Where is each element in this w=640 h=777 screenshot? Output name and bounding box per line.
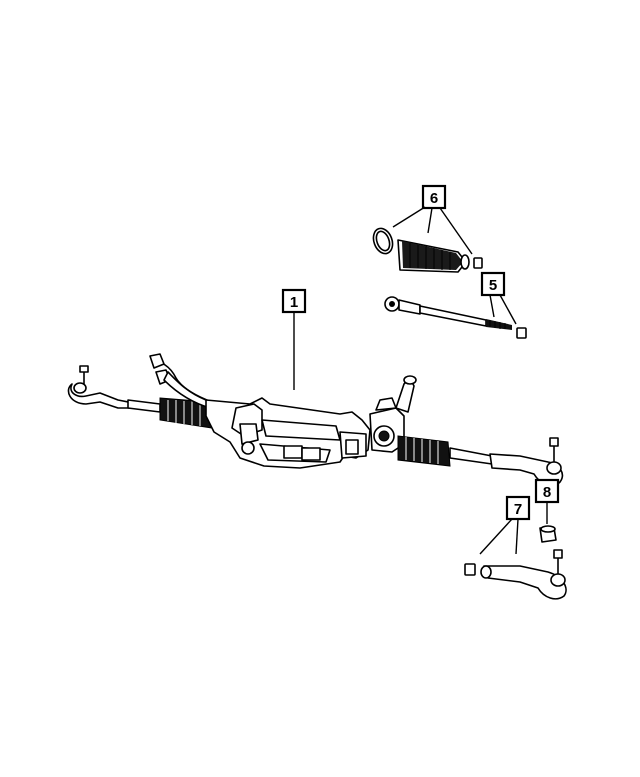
jam-nut — [516, 327, 527, 339]
callout-7[interactable]: 7 — [505, 495, 531, 521]
callout-1[interactable]: 1 — [281, 288, 307, 314]
outer-tie-rod-end — [480, 549, 567, 600]
callout-5[interactable]: 5 — [480, 271, 506, 297]
bellows-boot — [397, 239, 470, 273]
boot-clip — [473, 257, 483, 269]
svg-text:8: 8 — [543, 484, 551, 501]
tie-rod-end-nut — [539, 525, 557, 543]
callout-6[interactable]: 6 — [421, 184, 447, 210]
callout-7-leaders — [479, 518, 519, 555]
boot-clamp-ring — [372, 227, 394, 255]
tie-rod-jam-nut — [464, 563, 476, 576]
svg-text:6: 6 — [430, 190, 438, 207]
callout-6-leaders — [392, 206, 473, 255]
inner-tie-rod — [384, 296, 512, 330]
callout-8[interactable]: 8 — [534, 478, 560, 504]
svg-text:7: 7 — [514, 501, 522, 518]
svg-text:1: 1 — [290, 294, 298, 311]
callout-5-leaders — [489, 294, 517, 325]
svg-text:5: 5 — [489, 277, 497, 294]
steering-gear-assembly — [67, 353, 564, 487]
